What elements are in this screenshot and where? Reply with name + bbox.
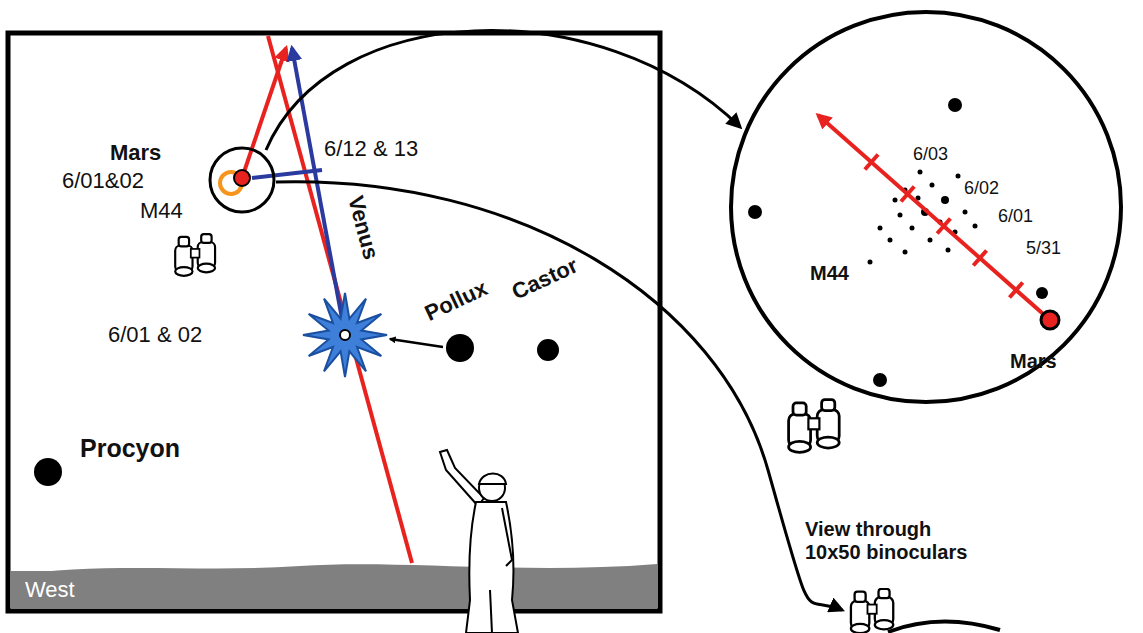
field-star <box>948 98 962 112</box>
venus-starburst <box>303 293 387 377</box>
cluster-star <box>903 250 908 255</box>
mars-dot <box>1041 311 1059 329</box>
date-tick <box>865 155 878 170</box>
date-label: 6/12 & 13 <box>324 136 418 161</box>
zoom-arrow <box>276 182 842 610</box>
date-label: 6/03 <box>913 144 948 165</box>
cluster-star <box>963 210 968 215</box>
planet-name: Mars <box>110 140 161 165</box>
castor-star <box>537 339 559 361</box>
binocular-field <box>731 12 1121 402</box>
star-name: Procyon <box>80 434 180 463</box>
mars-track <box>818 115 1050 320</box>
procyon-star <box>34 458 62 486</box>
caption-note: View through 10x50 binoculars <box>805 518 983 564</box>
planet-name: Mars <box>1010 350 1057 373</box>
cluster-star <box>930 183 935 188</box>
zoom-circle <box>210 148 274 212</box>
venus-dot <box>340 330 350 340</box>
cluster-star <box>910 226 915 231</box>
cluster-star <box>941 196 949 204</box>
cluster-star <box>973 224 978 229</box>
binocular-icon <box>789 400 840 453</box>
cluster-star <box>946 248 951 253</box>
field-star <box>748 205 762 219</box>
cluster-star <box>918 170 923 175</box>
ground-band: West <box>11 571 657 609</box>
date-label: 6/01&02 <box>62 168 144 193</box>
sky-panel <box>8 33 660 611</box>
date-label: 5/31 <box>1026 238 1061 259</box>
cluster-star <box>928 238 933 243</box>
pollux-star <box>446 334 474 362</box>
cluster-star <box>868 260 873 265</box>
venus-starburst <box>303 293 387 377</box>
cluster-star <box>878 226 883 231</box>
date-tick <box>937 219 950 234</box>
binocular-icon <box>851 589 893 633</box>
ecliptic-line <box>268 36 412 563</box>
date-tick <box>973 251 986 266</box>
eyepiece-arc <box>888 621 1000 632</box>
zoom-arrow <box>266 31 740 150</box>
direction-label: West <box>25 577 643 603</box>
cluster-star <box>898 213 903 218</box>
mars-dot <box>234 170 250 186</box>
m44-cluster <box>868 170 978 265</box>
field-star <box>873 373 887 387</box>
date-label: 6/02 <box>964 178 999 199</box>
closest-approach-tick <box>252 170 322 178</box>
cluster-star <box>893 198 898 203</box>
date-label: 6/01 <box>998 206 1033 227</box>
date-tick <box>1010 283 1023 298</box>
cluster-star <box>888 238 893 243</box>
binocular-icon <box>175 234 215 276</box>
field-star <box>1036 287 1048 299</box>
pointer-arrow <box>390 339 443 347</box>
cluster-star <box>956 174 961 179</box>
cluster-name: M44 <box>140 198 183 223</box>
date-label: 6/01 & 02 <box>108 322 202 347</box>
venus-path-arrow <box>292 48 345 335</box>
cluster-name: M44 <box>810 262 849 285</box>
date-tick <box>901 187 914 202</box>
